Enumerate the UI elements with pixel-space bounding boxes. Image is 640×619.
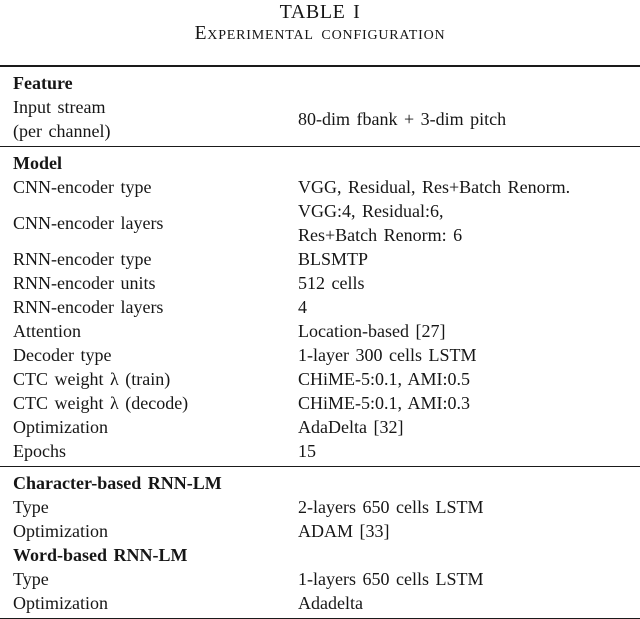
table-row: Optimization AdaDelta [32] xyxy=(0,415,640,439)
row-value: VGG:4, Residual:6, Res+Batch Renorm: 6 xyxy=(298,201,463,245)
row-label: CNN-encoder type xyxy=(13,177,152,197)
table-row: Optimization Adadelta xyxy=(0,591,640,615)
row-label: Input stream (per channel) xyxy=(13,97,111,141)
table-row: Decoder type 1-layer 300 cells LSTM xyxy=(0,343,640,367)
section-header-row: Word-based RNN-LM xyxy=(0,543,640,567)
table-row: CTC weight λ (decode) CHiME-5:0.1, AMI:0… xyxy=(0,391,640,415)
experimental-configuration-table: Feature Input stream (per channel) 80-di… xyxy=(0,65,640,619)
table-row: RNN-encoder layers 4 xyxy=(0,295,640,319)
table-row: Attention Location-based [27] xyxy=(0,319,640,343)
table-row: CNN-encoder layers VGG:4, Residual:6, Re… xyxy=(0,199,640,247)
row-label: Epochs xyxy=(13,441,66,461)
table-rule-top xyxy=(0,65,640,67)
table-row: CTC weight λ (train) CHiME-5:0.1, AMI:0.… xyxy=(0,367,640,391)
row-value: 15 xyxy=(298,441,316,461)
row-label: CTC weight λ (decode) xyxy=(13,393,189,413)
section-header-row: Feature xyxy=(0,71,640,95)
row-label: Type xyxy=(13,497,49,517)
table-row: RNN-encoder type BLSMTP xyxy=(0,247,640,271)
row-value: 80-dim fbank + 3-dim pitch xyxy=(298,109,507,129)
row-label: RNN-encoder layers xyxy=(13,297,164,317)
table-row: RNN-encoder units 512 cells xyxy=(0,271,640,295)
row-label: Optimization xyxy=(13,593,108,613)
row-value: BLSMTP xyxy=(298,249,369,269)
row-label: RNN-encoder units xyxy=(13,273,156,293)
row-value: CHiME-5:0.1, AMI:0.3 xyxy=(298,393,471,413)
section-header-row: Character-based RNN-LM xyxy=(0,471,640,495)
table-rule-mid-2 xyxy=(0,466,640,467)
table-caption: Experimental configuration xyxy=(194,23,446,44)
row-value: ADAM [33] xyxy=(298,521,390,541)
row-value: 1-layers 650 cells LSTM xyxy=(298,569,484,589)
table-row: Epochs 15 xyxy=(0,439,640,463)
table-row: Input stream (per channel) 80-dim fbank … xyxy=(0,95,640,143)
row-value: 512 cells xyxy=(298,273,365,293)
row-label: CNN-encoder layers xyxy=(13,213,164,233)
row-label: Optimization xyxy=(13,521,108,541)
section-header-feature: Feature xyxy=(13,73,73,93)
table-section-rnn-lm: Character-based RNN-LM Type 2-layers 650… xyxy=(0,467,640,618)
row-value: Location-based [27] xyxy=(298,321,446,341)
table-row: CNN-encoder type VGG, Residual, Res+Batc… xyxy=(0,175,640,199)
row-label: Attention xyxy=(13,321,81,341)
row-label: CTC weight λ (train) xyxy=(13,369,171,389)
section-header-word-rnn-lm: Word-based RNN-LM xyxy=(13,545,188,565)
section-header-row: Model xyxy=(0,151,640,175)
row-value: VGG, Residual, Res+Batch Renorm. xyxy=(298,177,571,197)
row-value: 2-layers 650 cells LSTM xyxy=(298,497,484,517)
row-label: RNN-encoder type xyxy=(13,249,152,269)
section-header-character-rnn-lm: Character-based RNN-LM xyxy=(13,473,222,493)
row-value: 1-layer 300 cells LSTM xyxy=(298,345,477,365)
table-section-feature: Feature Input stream (per channel) 80-di… xyxy=(0,67,640,146)
table-section-model: Model CNN-encoder type VGG, Residual, Re… xyxy=(0,147,640,466)
row-value: Adadelta xyxy=(298,593,363,613)
table-row: Optimization ADAM [33] xyxy=(0,519,640,543)
table-row: Type 2-layers 650 cells LSTM xyxy=(0,495,640,519)
section-header-model: Model xyxy=(13,153,62,173)
row-value: 4 xyxy=(298,297,307,317)
table-rule-mid-1 xyxy=(0,146,640,147)
table-row: Type 1-layers 650 cells LSTM xyxy=(0,567,640,591)
row-value: AdaDelta [32] xyxy=(298,417,404,437)
row-label: Optimization xyxy=(13,417,108,437)
row-value: CHiME-5:0.1, AMI:0.5 xyxy=(298,369,471,389)
table-title: TABLE I xyxy=(279,1,361,23)
row-label: Type xyxy=(13,569,49,589)
row-label: Decoder type xyxy=(13,345,112,365)
